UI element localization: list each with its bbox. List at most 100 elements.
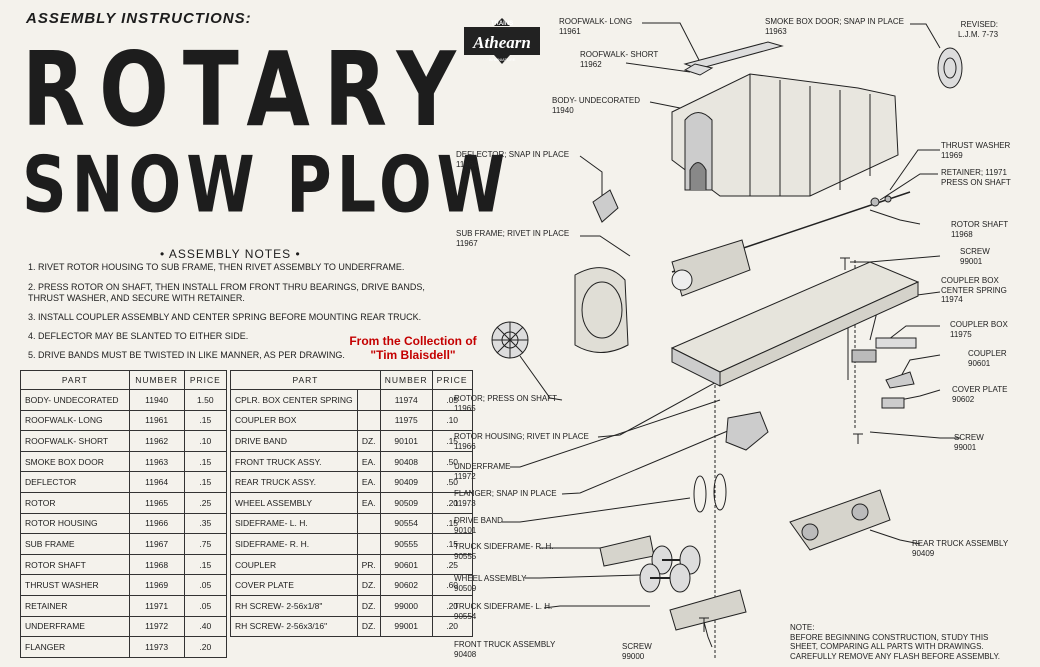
cell-number: 11975 xyxy=(379,409,433,432)
table-row: RH SCREW- 2-56x1/8"DZ.99000.20 xyxy=(230,594,473,617)
cell-number: 11965 xyxy=(128,491,185,514)
cell-part: UNDERFRAME xyxy=(20,615,130,638)
label-note: NOTE: BEFORE BEGINNING CONSTRUCTION, STU… xyxy=(790,623,1000,661)
cell-price: .20 xyxy=(183,636,228,658)
cell-part: COVER PLATE xyxy=(230,574,358,596)
cell-number: 11972 xyxy=(128,615,185,638)
table-row: FRONT TRUCK ASSY.EA.90408.50 xyxy=(230,450,473,473)
cell-part: DEFLECTOR xyxy=(20,471,130,493)
credit-line2: "Tim Blaisdell" xyxy=(370,348,456,362)
cell-part: CPLR. BOX CENTER SPRING xyxy=(230,389,358,411)
cell-number: 90602 xyxy=(379,574,433,596)
cell-part: COUPLER BOX xyxy=(230,409,358,432)
cell-number: 99001 xyxy=(379,615,433,638)
cell-number: 11961 xyxy=(128,409,185,432)
cell-unit xyxy=(356,389,381,411)
cell-number: 11974 xyxy=(379,389,433,411)
cell-unit: DZ. xyxy=(356,615,381,638)
label-sub-frame: SUB FRAME; RIVET IN PLACE 11967 xyxy=(456,229,570,248)
cell-number: 99000 xyxy=(379,594,433,617)
label-smoke-box-door: SMOKE BOX DOOR; SNAP IN PLACE 11963 xyxy=(765,17,904,36)
label-truck-sideframe-lh: TRUCK SIDEFRAME- L. H. 90554 xyxy=(454,602,553,621)
cell-unit xyxy=(356,533,381,555)
logo-brand-text: Athearn xyxy=(472,33,531,52)
cell-number: 11940 xyxy=(128,389,185,411)
cell-number: 11971 xyxy=(128,594,185,617)
cell-price: .05 xyxy=(183,594,228,617)
cell-part: COUPLER xyxy=(230,553,358,576)
col-part: PART xyxy=(20,370,130,390)
label-body: BODY- UNDECORATED 11940 xyxy=(552,96,641,115)
label-rotor-shaft: ROTOR SHAFT 11968 xyxy=(951,220,1009,239)
cell-price: .25 xyxy=(183,491,228,514)
label-rotor: ROTOR; PRESS ON SHAFT 11965 xyxy=(454,394,557,413)
label-coupler-box: COUPLER BOX 11975 xyxy=(950,320,1008,339)
note-item: 3. INSTALL COUPLER ASSEMBLY AND CENTER S… xyxy=(28,312,422,322)
cell-price: .20 xyxy=(431,594,473,617)
label-underframe: UNDERFRAME 11972 xyxy=(454,462,511,481)
label-rear-truck: REAR TRUCK ASSEMBLY 90409 xyxy=(912,539,1009,558)
cell-part: DRIVE BAND xyxy=(230,430,358,452)
cell-part: ROOFWALK- LONG xyxy=(20,409,130,432)
parts-table-right: PART NUMBER PRICE CPLR. BOX CENTER SPRIN… xyxy=(230,370,473,638)
col-price: PRICE xyxy=(183,370,228,390)
logo-top-text: TRAINS xyxy=(491,21,513,27)
cell-unit: DZ. xyxy=(356,574,381,596)
cell-price: .15 xyxy=(183,553,228,576)
header-instructions: ASSEMBLY INSTRUCTIONS: xyxy=(26,10,252,27)
note-item: 5. DRIVE BANDS MUST BE TWISTED IN LIKE M… xyxy=(28,350,345,360)
cell-price: .20 xyxy=(431,615,473,638)
cell-part: SMOKE BOX DOOR xyxy=(20,450,130,473)
cell-part: RETAINER xyxy=(20,594,130,617)
cell-price: .15 xyxy=(183,409,228,432)
cell-part: FLANGER xyxy=(20,636,130,658)
cell-number: 90408 xyxy=(379,450,433,473)
cell-number: 90601 xyxy=(379,553,433,576)
cell-unit: EA. xyxy=(356,491,381,514)
cell-part: ROTOR xyxy=(20,491,130,514)
label-rotor-housing: ROTOR HOUSING; RIVET IN PLACE 11966 xyxy=(454,432,589,451)
cell-unit xyxy=(356,409,381,432)
col-price: PRICE xyxy=(431,370,473,390)
label-truck-sideframe-rh: TRUCK SIDEFRAME- R. H. 90555 xyxy=(454,542,554,561)
cell-part: RH SCREW- 2-56x3/16" xyxy=(230,615,358,638)
cell-number: 90101 xyxy=(379,430,433,452)
cell-price: .05 xyxy=(183,574,228,596)
cell-part: FRONT TRUCK ASSY. xyxy=(230,450,358,473)
label-wheel-assembly: WHEEL ASSEMBLY 90509 xyxy=(454,574,527,593)
cell-part: SIDEFRAME- R. H. xyxy=(230,533,358,555)
table-row: REAR TRUCK ASSY.EA.90409.50 xyxy=(230,471,473,493)
cell-number: 90555 xyxy=(379,533,433,555)
table-row: SIDEFRAME- L. H.90554.15 xyxy=(230,512,473,535)
cell-number: 11963 xyxy=(128,450,185,473)
cell-number: 11973 xyxy=(128,636,185,658)
cell-part: WHEEL ASSEMBLY xyxy=(230,491,358,514)
label-screw-bottom: SCREW 99000 xyxy=(622,642,652,661)
cell-price: .15 xyxy=(183,450,228,473)
logo-bottom-text: IN MINIATURE xyxy=(489,57,516,62)
athearn-logo: TRAINS Athearn IN MINIATURE xyxy=(462,18,542,64)
table-row: RH SCREW- 2-56x3/16"DZ.99001.20 xyxy=(230,615,473,638)
cell-part: THRUST WASHER xyxy=(20,574,130,596)
cell-number: 90554 xyxy=(379,512,433,535)
cell-unit: PR. xyxy=(356,553,381,576)
cell-number: 11967 xyxy=(128,533,185,555)
col-number: NUMBER xyxy=(379,370,433,390)
label-front-truck: FRONT TRUCK ASSEMBLY 90408 xyxy=(454,640,556,659)
cell-number: 90409 xyxy=(379,471,433,493)
cell-part: ROOFWALK- SHORT xyxy=(20,430,130,452)
label-cover-plate: COVER PLATE 90602 xyxy=(952,385,1008,404)
cell-unit xyxy=(356,512,381,535)
